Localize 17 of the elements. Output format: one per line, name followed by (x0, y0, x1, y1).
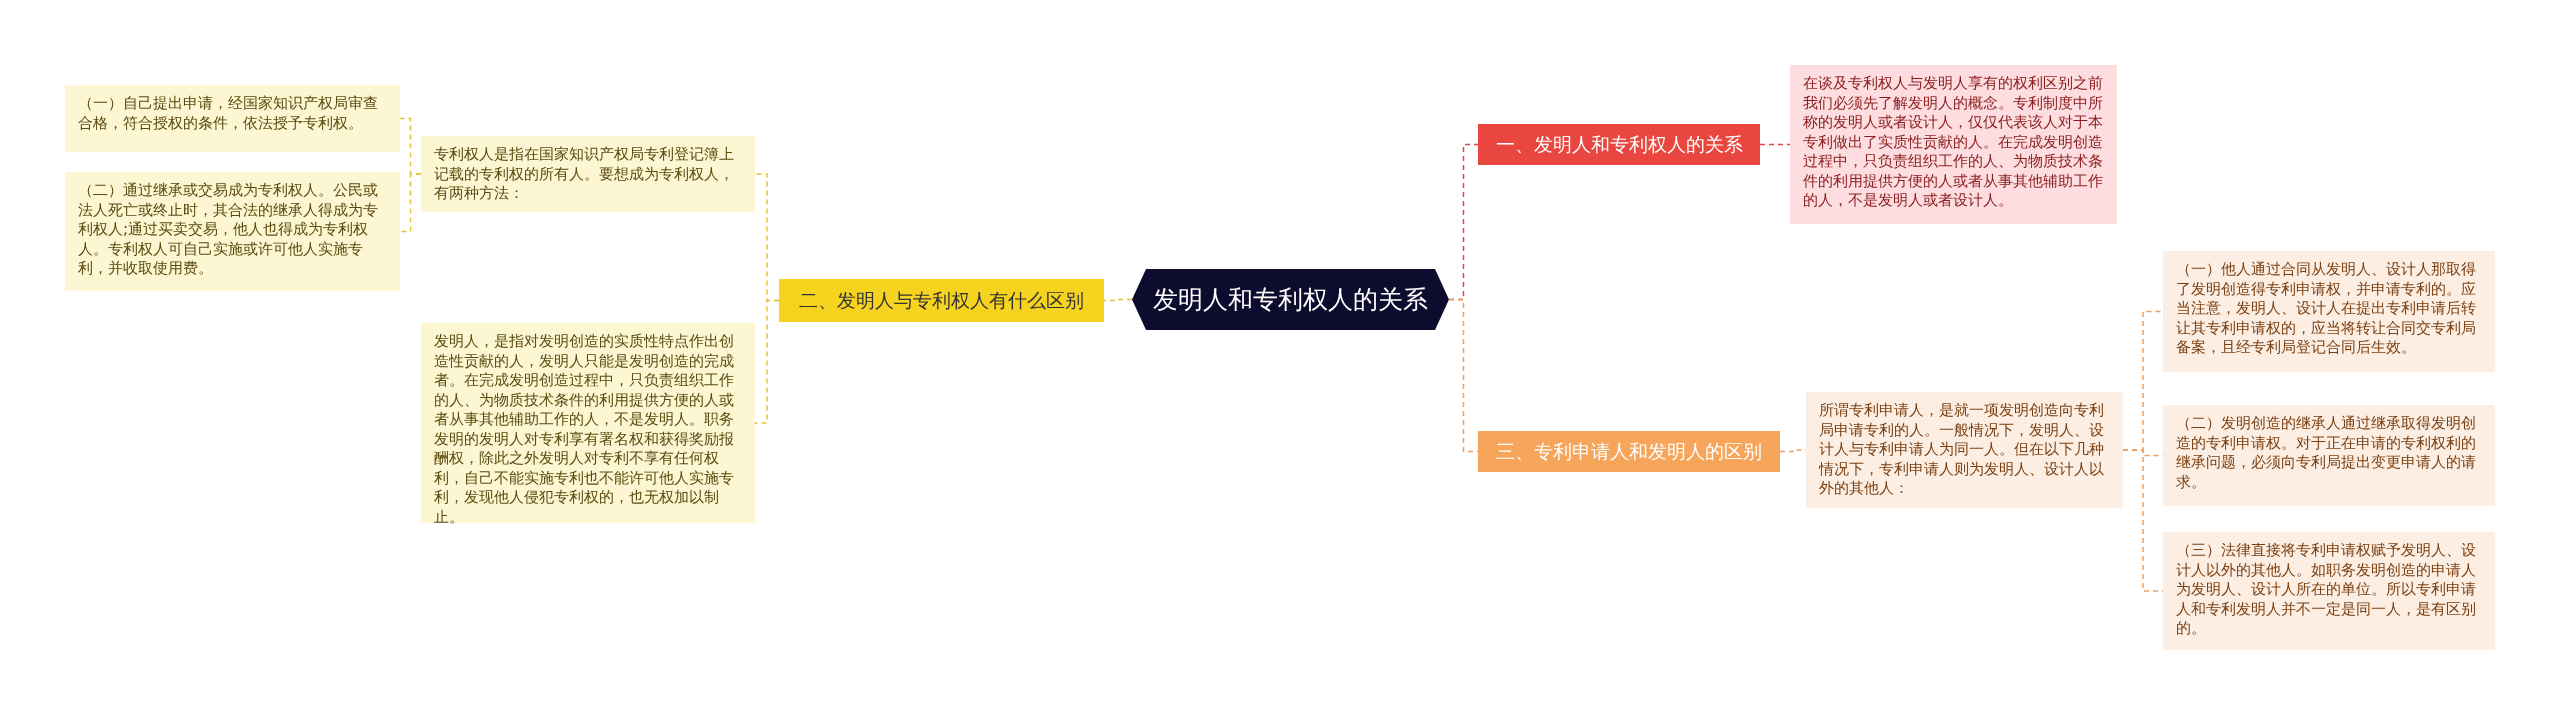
topic-box: 一、发明人和专利权人的关系 (1478, 124, 1760, 165)
note-box: 所谓专利申请人，是就一项发明创造向专利局申请专利的人。一般情况下，发明人、设计人与专利申请人为同一人。但在以下几种情况下，专利申请人则为发明人、设计人以外的其他人： (1806, 392, 2123, 508)
note-box: （三）法律直接将专利申请权赋予发明人、设计人以外的其他人。如职务发明创造的申请人为发明人、设计人所在的单位。所以专利申请人和专利发明人并不一定是同一人，是有区别的。 (2163, 532, 2495, 650)
connector-line (1103, 298, 1133, 302)
note-box: 在谈及专利权人与发明人享有的权利区别之前我们必须先了解发明人的概念。专利制度中所称的发明人或者设计人，仅仅代表该人对于本专利做出了实质性贡献的人。在完成发明创造过程中，只负责组织工作的人、为物质技术条件的利用提供方便的人或者从事其他辅助工作的人，不是发明人或者设计人。 (1790, 65, 2117, 224)
topic-box: 三、专利申请人和发明人的区别 (1478, 431, 1780, 472)
connector-line (754, 299, 780, 424)
note-box: （一）自己提出申请，经国家知识产权局审查合格，符合授权的条件，依法授予专利权。 (65, 85, 400, 152)
connector-line (1759, 143, 1791, 146)
note-box: 发明人，是指对发明创造的实质性特点作出创造性贡献的人，发明人只能是发明创造的完成者。在完成发明创造过程中，只负责组织工作的人、为物质技术条件的利用提供方便的人或者从事其他辅助工作的人，不是发明人。职务发明的发明人对专利享有署名权和获得奖励报酬权，除此之外发明人对专利不享有任何权利，自己不能实施专利也不能许可他人实施专利，发现他人侵犯专利权的，也无权加以制止。 (421, 323, 755, 523)
connector-line (399, 173, 422, 233)
central-topic: 发明人和专利权人的关系 (1132, 269, 1449, 330)
topic-box: 二、发明人与专利权人有什么区别 (779, 279, 1104, 322)
note-box: 专利权人是指在国家知识产权局专利登记簿上记载的专利权的所有人。要想成为专利权人，有两种方法： (421, 136, 755, 212)
note-box: （一）他人通过合同从发明人、设计人那取得了发明创造得专利申请权，并申请专利的。应当注意，发明人、设计人在提出专利申请后转让其专利申请权的，应当将转让合同交专利局备案，且经专利局登记合同后生效。 (2163, 251, 2495, 372)
note-box: （二）发明创造的继承人通过继承取得发明创造的专利申请权。对于正在申请的专利权利的继承问题，必须向专利局提出变更申请人的请求。 (2163, 405, 2495, 506)
note-box: （二）通过继承或交易成为专利权人。公民或法人死亡或终止时，其合法的继承人得成为专利权人;通过买卖交易，他人也得成为专利权人。专利权人可自己实施或许可他人实施专利，并收取使用费。 (65, 172, 400, 291)
